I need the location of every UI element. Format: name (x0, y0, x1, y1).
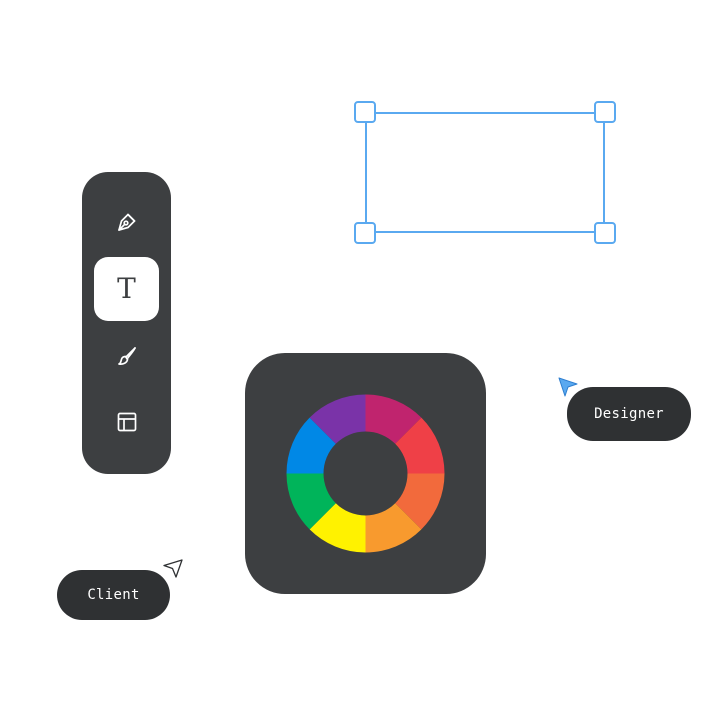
color-wheel-segment (395, 473, 445, 530)
brush-tool-icon (117, 347, 136, 365)
layout-tool-button[interactable] (94, 390, 159, 454)
client-label-text: Client (87, 587, 140, 603)
color-wheel-segment (286, 417, 336, 474)
text-tool-icon: T (117, 272, 136, 305)
layout-tool-icon (117, 412, 136, 432)
color-wheel-icon (286, 394, 445, 553)
color-wheel-segment (309, 394, 366, 444)
resize-handle-bottom-right[interactable] (594, 222, 616, 244)
pen-tool-button[interactable] (94, 190, 159, 254)
color-wheel-segment (365, 394, 422, 444)
pen-tool-icon (117, 213, 135, 231)
resize-handle-top-right[interactable] (594, 101, 616, 123)
resize-handle-top-left[interactable] (354, 101, 376, 123)
tool-palette: T (82, 172, 171, 474)
client-cursor-label: Client (57, 570, 170, 620)
color-wheel-app-icon (245, 353, 486, 594)
designer-label-text: Designer (594, 406, 664, 422)
color-wheel-segment (365, 503, 422, 553)
client-cursor-icon (163, 559, 183, 578)
brush-tool-button[interactable] (94, 324, 159, 388)
designer-cursor-icon (558, 377, 578, 397)
color-wheel-segment (286, 473, 336, 530)
designer-cursor-label: Designer (567, 387, 691, 441)
color-wheel-segment (395, 417, 445, 474)
text-tool-button[interactable]: T (94, 257, 159, 321)
color-wheel-segment (309, 503, 366, 553)
resize-handle-bottom-left[interactable] (354, 222, 376, 244)
selection-box[interactable] (365, 112, 605, 233)
